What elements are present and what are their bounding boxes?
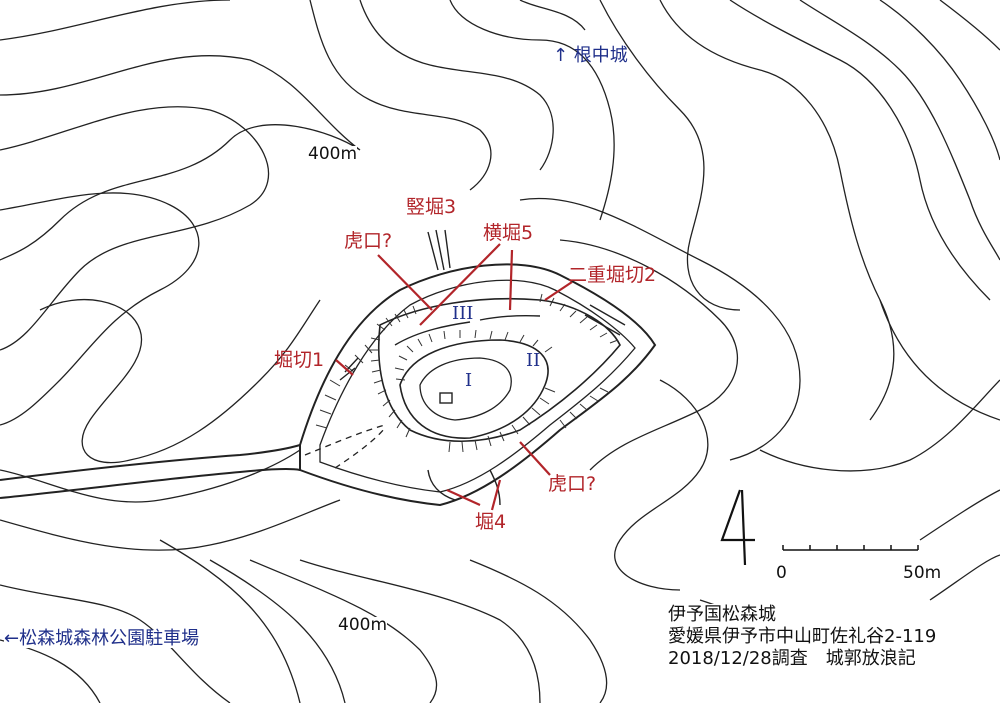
contour-line: [0, 584, 231, 703]
tatebori-channel: [427, 229, 451, 271]
slope-hachure: [376, 293, 619, 344]
contour-line: [559, 239, 739, 471]
scale-label-max: 50m: [903, 563, 942, 583]
contour-line: [159, 539, 301, 703]
contour-line: [919, 489, 1000, 541]
enclosure-label-2: II: [526, 350, 541, 371]
contour-line: [249, 559, 438, 703]
contour-line: [879, 299, 1000, 421]
label-horikiri-1: 堀切1: [274, 349, 325, 371]
title-castle-name: 伊予国松森城: [668, 604, 776, 625]
scale-label-zero: 0: [776, 563, 787, 583]
contour-line: [209, 559, 346, 703]
trail-dashed: [304, 424, 386, 456]
contour-line: [729, 0, 991, 301]
contour-line: [0, 192, 200, 426]
enclosure-label-3: III: [452, 303, 474, 324]
north-arrow: [720, 489, 755, 566]
slope-hachure: [394, 329, 553, 381]
leader-line: [490, 479, 502, 511]
contour-line: [599, 0, 741, 311]
title-survey-info: 2018/12/28調査 城郭放浪記: [668, 648, 916, 669]
contour-line: [759, 379, 1000, 472]
leader-line: [335, 359, 354, 376]
contour-line: [659, 0, 895, 421]
title-block: 伊予国松森城 愛媛県伊予市中山町佐礼谷2-119 2018/12/28調査 城郭…: [668, 604, 937, 670]
label-nijuu-horikiri-2: 二重堀切2: [568, 264, 657, 286]
contour-line: [519, 197, 801, 461]
contour-line: [0, 0, 231, 41]
contour-line: [449, 0, 615, 221]
direction-north-label: ↑ 根中城: [553, 45, 628, 66]
label-hori-4: 堀4: [475, 511, 507, 533]
leader-line: [508, 249, 514, 311]
enclosure-outline: [419, 357, 512, 421]
contour-line: [309, 0, 492, 191]
contour-line: [0, 639, 101, 703]
road-line: [0, 467, 301, 499]
yokobori-trench: [394, 314, 541, 346]
contour-label-400m-north: 400m: [308, 144, 358, 164]
contour-label-400m-south: 400m: [338, 615, 388, 635]
contour-line: [359, 0, 554, 171]
outer-moat-line: [299, 263, 657, 507]
leader-line: [377, 254, 433, 311]
nijuu-horikiri-trench: [584, 304, 626, 336]
contour-line: [299, 559, 541, 703]
contour-line: [879, 0, 1000, 161]
contour-line: [939, 0, 1000, 51]
direction-west-label: ←松森城森林公園駐車場: [4, 628, 200, 649]
leader-line: [446, 488, 481, 507]
leader-line: [544, 281, 573, 301]
contour-line: [0, 499, 341, 551]
contour-line: [799, 0, 1000, 261]
foundation-mark: [439, 392, 453, 404]
slope-hachure: [315, 344, 373, 429]
contour-line: [0, 106, 270, 351]
contour-line: [614, 379, 709, 591]
enclosure-outline: [399, 339, 549, 439]
slope-hachure: [370, 337, 411, 438]
enclosure-outline: [377, 297, 621, 442]
hori-trench: [427, 469, 501, 506]
contour-line: [0, 55, 361, 261]
slope-hachure: [559, 387, 609, 429]
leader-line: [519, 441, 551, 476]
contour-line: [929, 554, 1000, 601]
trail-dashed: [334, 427, 386, 469]
contour-line: [469, 559, 608, 703]
label-tatebori-3: 竪堀3: [406, 196, 457, 218]
slope-hachure: [448, 387, 556, 453]
contour-line: [519, 0, 586, 31]
leader-line: [419, 243, 501, 326]
outer-moat-line: [319, 279, 636, 493]
contour-line: [39, 298, 321, 464]
label-koguchi-south: 虎口?: [548, 473, 597, 495]
label-yokobori-5: 横堀5: [483, 222, 534, 244]
title-address: 愛媛県伊予市中山町佐礼谷2-119: [668, 626, 937, 647]
enclosure-label-1: I: [465, 370, 473, 391]
label-koguchi-north: 虎口?: [344, 230, 393, 252]
road-line: [0, 444, 301, 481]
